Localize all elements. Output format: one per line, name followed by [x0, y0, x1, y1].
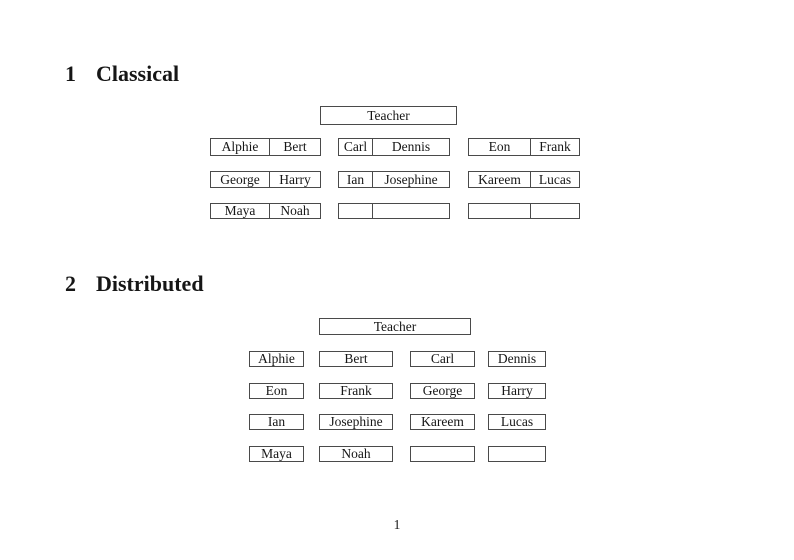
section-1-title: Classical — [96, 61, 180, 86]
desk-cell: Josephine — [372, 172, 449, 187]
teacher-label: Teacher — [373, 318, 417, 334]
seat-box: Bert — [319, 351, 393, 367]
desk-cell: Dennis — [372, 139, 449, 155]
desk-cell: Alphie — [221, 139, 259, 155]
teacher-box: Teacher — [320, 106, 457, 125]
desk: Kareem Lucas — [468, 171, 580, 188]
seat-box — [410, 446, 475, 462]
desk-cell: Carl — [343, 139, 368, 155]
desk-cell — [469, 204, 530, 218]
desk — [468, 203, 580, 219]
desk: Maya Noah — [210, 203, 321, 219]
section-1-heading: 1 Classical — [65, 63, 179, 85]
seat-box: Harry — [488, 383, 546, 399]
seat-box: Josephine — [319, 414, 393, 430]
desk-cell: Noah — [269, 204, 320, 218]
desk-cell: Frank — [530, 139, 579, 155]
section-2-title: Distributed — [96, 271, 204, 296]
desk: Ian Josephine — [338, 171, 450, 188]
seat-box: Maya — [249, 446, 304, 462]
section-2-heading: 2 Distributed — [65, 273, 204, 295]
desk — [338, 203, 450, 219]
desk: Alphie Bert — [210, 138, 321, 156]
seat-box: Kareem — [410, 414, 475, 430]
desk: Eon Frank — [468, 138, 580, 156]
teacher-label: Teacher — [367, 107, 410, 123]
seat-box: Frank — [319, 383, 393, 399]
desk-cell: Lucas — [530, 172, 579, 187]
desk: Carl Dennis — [338, 138, 450, 156]
seat-box: Lucas — [488, 414, 546, 430]
desk-cell: Ian — [346, 171, 365, 187]
seat-box — [488, 446, 546, 462]
seat-box: Dennis — [488, 351, 546, 367]
seat-box: Alphie — [249, 351, 304, 367]
seat-box: Eon — [249, 383, 304, 399]
desk-cell: Maya — [224, 203, 256, 219]
seat-box: Carl — [410, 351, 475, 367]
desk-cell — [339, 204, 372, 218]
teacher-box: Teacher — [319, 318, 471, 335]
desk-cell: Bert — [269, 139, 320, 155]
desk: George Harry — [210, 171, 321, 188]
desk-cell: George — [220, 171, 260, 187]
page-number: 1 — [393, 517, 401, 532]
desk-cell: Harry — [269, 172, 320, 187]
seat-box: Noah — [319, 446, 393, 462]
section-1-number: 1 — [65, 61, 76, 86]
desk-cell: Eon — [488, 139, 511, 155]
desk-cell: Kareem — [478, 171, 521, 187]
seat-box: George — [410, 383, 475, 399]
desk-cell — [530, 204, 579, 218]
desk-cell — [372, 204, 449, 218]
seat-box: Ian — [249, 414, 304, 430]
section-2-number: 2 — [65, 271, 76, 296]
